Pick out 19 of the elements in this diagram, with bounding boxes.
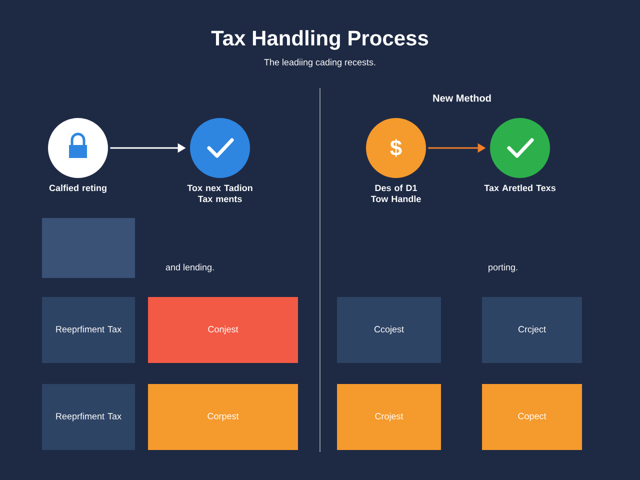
process-box: Ccojest bbox=[337, 297, 441, 363]
node-caption: Tax Aretled Texs bbox=[484, 184, 556, 192]
node-caption: Tox nex Tadion Tax ments bbox=[187, 184, 252, 202]
process-box: Crojest bbox=[337, 384, 441, 450]
label-text: and lending. bbox=[166, 264, 214, 272]
box bbox=[42, 218, 135, 278]
process-box: Reeprfiment Tax bbox=[42, 384, 135, 450]
process-box: Crcject bbox=[482, 297, 582, 363]
node-caption: Calfied reting bbox=[49, 184, 106, 193]
label-text: porting. bbox=[488, 264, 518, 272]
label-text: The leadiing cading recests. bbox=[264, 58, 376, 68]
title: Tax Handling Process bbox=[211, 30, 428, 50]
process-box: Reeprfiment Tax bbox=[42, 297, 135, 363]
node-caption: Des of D1 Tow Handle bbox=[370, 184, 421, 202]
process-box: Copect bbox=[482, 384, 582, 450]
process-box: Corpest bbox=[148, 384, 298, 450]
process-box: Conjest bbox=[148, 297, 298, 363]
dollar-sign: $ bbox=[390, 139, 402, 157]
label-text: New Method bbox=[433, 94, 491, 102]
